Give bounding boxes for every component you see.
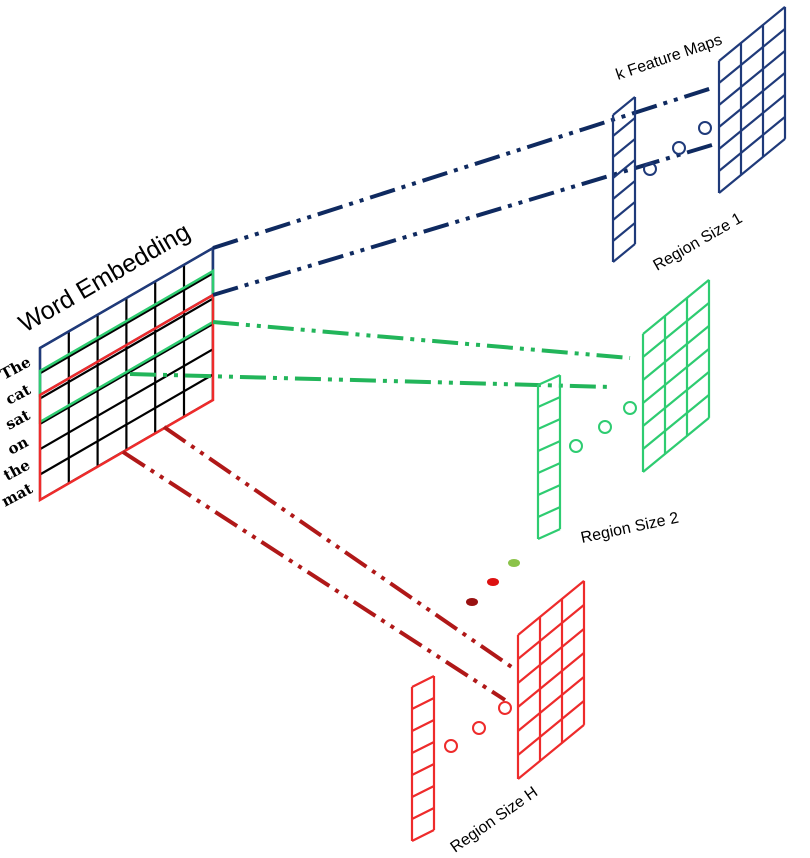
region-h-feature-map-row-line — [517, 724, 585, 780]
region-2-feature-map-row-line — [642, 325, 710, 381]
region-h-feature-map-row-line — [517, 628, 585, 684]
region-h-vector — [410, 675, 436, 842]
region-1-vector-row-line — [612, 138, 636, 158]
region-1-vector-row-line — [612, 117, 636, 137]
region-2-feature-map-row-line — [642, 371, 710, 427]
region-1-feature-map-row-line — [718, 94, 786, 150]
region-h-connector-top — [162, 425, 518, 672]
region-1-connector-bottom — [212, 143, 713, 297]
word-4: on — [4, 433, 31, 459]
region-2-feature-map-row-line — [642, 348, 710, 404]
region-h-vector-row-line — [411, 675, 435, 688]
region-h-group: Region Size H — [121, 425, 586, 857]
region-1-vector-row-line — [612, 243, 636, 263]
region-h-vector-row-line — [411, 697, 435, 710]
region-h-feature-map-row-line — [517, 652, 585, 708]
region-2-vector-row-line — [537, 374, 561, 387]
region-h-connector-bottom — [121, 450, 507, 702]
region-1-feature-map-row-line — [718, 138, 786, 194]
word-1: The — [0, 353, 34, 384]
region-h-vector-row-line — [411, 763, 435, 776]
region-2-vector-row-line — [537, 528, 561, 541]
word-6: mat — [0, 479, 36, 510]
region-h-vector-row-line — [411, 741, 435, 754]
region-1-label: Region Size 1 — [651, 210, 746, 275]
region-2-label: Region Size 2 — [579, 510, 680, 547]
region-2-feature-map-row-line — [642, 279, 710, 335]
region-2-vector-row-line — [537, 506, 561, 519]
region-2-vector-row-line — [537, 418, 561, 431]
region-2-ellipsis — [569, 401, 637, 453]
word-3: sat — [2, 406, 33, 434]
region-1-vector-row-line — [612, 96, 636, 116]
region-1-vector-row-line — [612, 201, 636, 221]
region-1-vector-row-line — [612, 159, 636, 179]
region-1-feature-map-row-line — [718, 28, 786, 84]
region-2-vector-row-line — [537, 484, 561, 497]
region-h-vector-row-line — [411, 829, 435, 842]
region-h-vector-row-line — [411, 785, 435, 798]
region-2-feature-map-row-line — [642, 394, 710, 450]
region-1-feature-map — [717, 6, 787, 194]
region-2-feature-map-row-line — [642, 417, 710, 473]
region-2-connector-bottom — [129, 372, 613, 389]
word-5: the — [0, 456, 33, 485]
region-h-feature-map-row-line — [517, 676, 585, 732]
region-ellipsis-dots — [466, 559, 520, 606]
region-h-highlight — [38, 292, 215, 503]
region-1-feature-map-row-line — [718, 6, 786, 62]
region-2-vector-row-line — [537, 396, 561, 409]
region-h-vector-row-line — [411, 807, 435, 820]
word-embedding-matrix — [38, 245, 215, 503]
region-h-feature-map-row-line — [517, 604, 585, 660]
word-2: cat — [2, 381, 33, 409]
region-1-feature-map-row-line — [718, 50, 786, 106]
region-2-vector-row-line — [537, 462, 561, 475]
region-h-feature-map-row-line — [517, 580, 585, 636]
region-2-feature-map-row-line — [642, 302, 710, 358]
region-2-vector-row-line — [537, 440, 561, 453]
region-1-vector-row-line — [612, 180, 636, 200]
region-2-vector — [536, 374, 562, 541]
region-2-group: Region Size 2 — [129, 279, 711, 547]
region-2-feature-map — [641, 279, 711, 473]
region-h-label: Region Size H — [448, 784, 542, 857]
region-h-vector-row-line — [411, 719, 435, 732]
region-1-group: k Feature Maps Region Size 1 — [212, 6, 787, 297]
region-2-connector-top — [212, 320, 631, 360]
region-1-vector-row-line — [612, 222, 636, 242]
region-1-vector — [611, 96, 637, 263]
region-1-feature-map-row-line — [718, 116, 786, 172]
region-h-ellipsis — [444, 701, 512, 753]
region-1-ellipsis — [643, 121, 712, 176]
region-1-feature-map-row-line — [718, 72, 786, 128]
region-h-feature-map — [516, 580, 586, 780]
feature-maps-label: k Feature Maps — [614, 32, 725, 84]
sentence-words: The cat sat on the mat — [0, 353, 36, 511]
region-h-feature-map-row-line — [517, 700, 585, 756]
